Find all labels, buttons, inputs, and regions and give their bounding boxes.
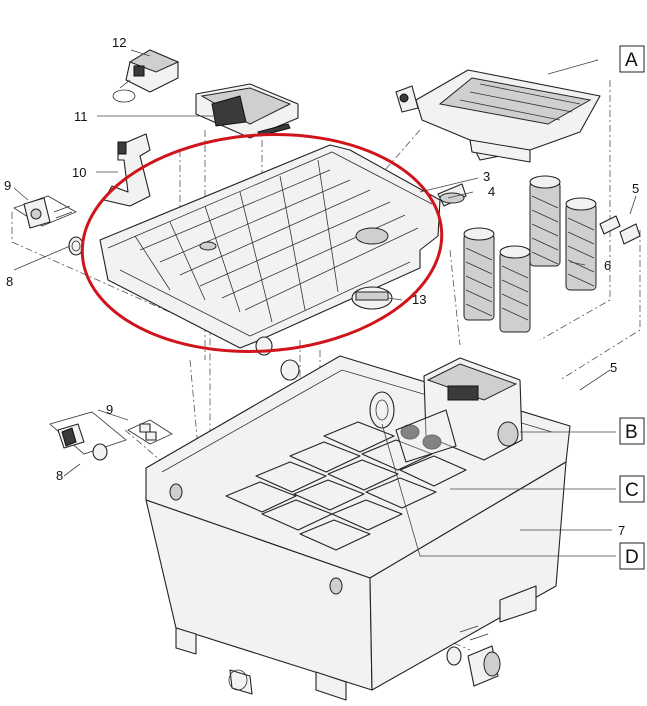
part-filter-lid: [99, 144, 441, 349]
part-bracket: [103, 133, 151, 207]
callout-9-lower: 9: [106, 402, 113, 417]
callout-6: 6: [604, 258, 611, 273]
box-a-label: A: [625, 50, 638, 71]
callout-8-upper: 8: [6, 274, 13, 289]
part-uvc-clarifier: [112, 49, 180, 103]
callout-5-lower: 5: [610, 360, 617, 375]
callout-9-upper: 9: [4, 178, 11, 193]
part-filter-tray: [195, 83, 299, 139]
box-c-label: C: [625, 480, 639, 501]
callout-8-lower: 8: [56, 468, 63, 483]
callout-4: 4: [488, 184, 495, 199]
part-plate-lower: [127, 419, 173, 445]
part-ring-upper: [68, 236, 84, 256]
leader-lines: [13, 49, 637, 557]
box-c: [619, 475, 645, 503]
callout-3: 3: [483, 169, 490, 184]
part-plate-upper: [13, 195, 77, 229]
part-connector-top: [255, 336, 300, 381]
part-cap: [351, 286, 393, 310]
part-cartridges: [463, 175, 597, 333]
box-b-label: B: [625, 422, 638, 443]
box-d-label: D: [625, 547, 639, 568]
callout-13: 13: [412, 292, 426, 307]
callout-numbers: 12 11 10 9 8 3 4 5 6 13 5 9 8 7: [4, 35, 639, 538]
callout-12: 12: [112, 35, 126, 50]
part-clips-upper: [599, 215, 641, 245]
callout-10: 10: [72, 165, 86, 180]
highlight-ellipse: [80, 133, 444, 353]
callout-11: 11: [74, 109, 88, 124]
callout-5-upper: 5: [632, 181, 639, 196]
box-b: [619, 417, 645, 445]
part-connector-lower: [49, 411, 127, 461]
box-a: [619, 45, 645, 73]
letter-boxes: A B C D: [619, 45, 645, 570]
part-sponge-blocks: [225, 421, 467, 551]
part-pump-b: [395, 357, 523, 463]
part-outlet-fittings: [446, 625, 501, 687]
box-d: [619, 542, 645, 570]
part-module-a: [395, 69, 601, 163]
part-disc-d: [369, 391, 395, 429]
callout-7: 7: [618, 523, 625, 538]
